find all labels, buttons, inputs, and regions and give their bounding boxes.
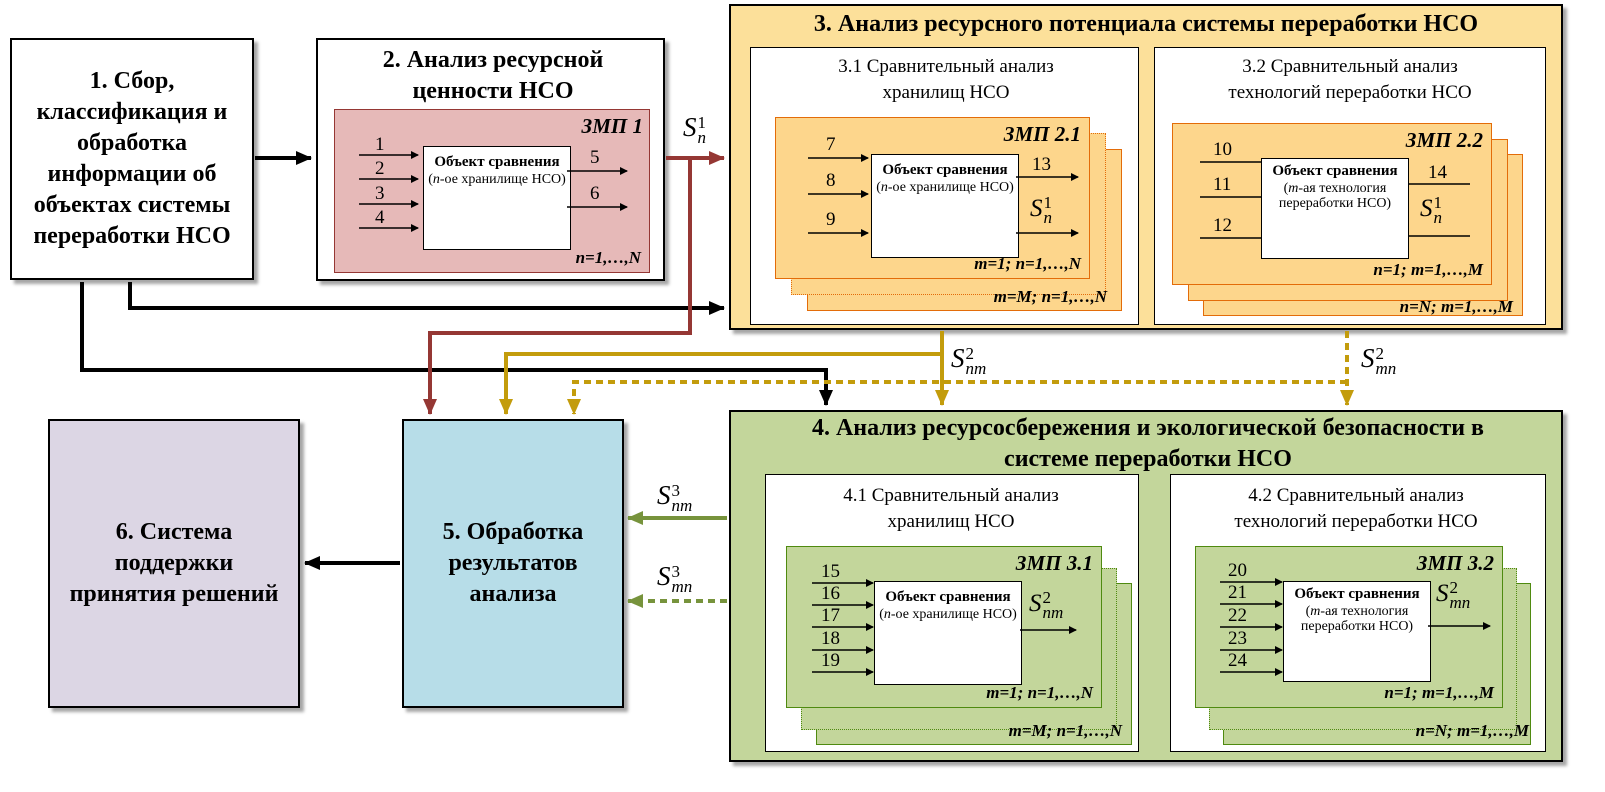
subpanel-3-1: 3.1 Сравнительный анализ хранилищ НСО ЗМ… (750, 47, 1139, 325)
object-subtitle: (m-ая технология переработки НСО) (1278, 181, 1392, 211)
zmp-1-range: n=1,…,N (575, 248, 641, 267)
object-title: Объект сравнения (882, 162, 1008, 178)
object-title: Объект сравнения (1294, 586, 1420, 602)
zmp-1-output-number: 5 (590, 147, 600, 168)
zmp-3-1-range-back: m=M; n=1,…,N (1008, 721, 1122, 740)
zmp-3-2-range-front: n=1; m=1,…,M (1384, 683, 1494, 702)
arrow-1-to-3 (128, 282, 725, 315)
object-box-zmp-3-1: Объект сравнения (n-ое хранилище НСО) (874, 581, 1022, 685)
zmp-2-2-input-number: 11 (1213, 174, 1231, 195)
block-3-title: 3. Анализ ресурсного потенциала системы … (813, 11, 1479, 37)
arrow-2-to-5 (423, 158, 692, 415)
zmp-2-2-input-number: 10 (1213, 139, 1232, 160)
object-subtitle: (n-ое хранилище НСО) (879, 607, 1017, 622)
zmp-1-input-number: 4 (375, 207, 385, 228)
zmp-2-2-output-number: 14 (1428, 162, 1448, 183)
zmp-2-1-input-number: 9 (826, 209, 836, 230)
block-2-resource-value: 2. Анализ ресурсной ценности НСО ЗМП 1 О… (316, 38, 665, 281)
zmp-3-1-input-number: 15 (821, 561, 840, 582)
zmp-1-input-number: 2 (375, 158, 385, 179)
zmp-2-2-front: ЗМП 2.2 Объект сравнения (m-ая технологи… (1172, 123, 1492, 285)
block-1-title: 1. Сбор, классификация и обработка инфор… (33, 68, 231, 249)
zmp-2-2-input-number: 12 (1213, 215, 1232, 236)
zmp-3-2-range-back: n=N; m=1,…,M (1415, 721, 1529, 740)
zmp-2-2-label: ЗМП 2.2 (1405, 128, 1483, 152)
zmp-1-input-number: 3 (375, 183, 385, 204)
subpanel-3-2: 3.2 Сравнительный анализ технологий пере… (1154, 47, 1546, 325)
zmp-1-panel: ЗМП 1 Объект сравнения (n-ое хранилище Н… (334, 109, 650, 273)
zmp-1-output-number: 6 (590, 183, 600, 204)
block-3-resource-potential: 3. Анализ ресурсного потенциала системы … (729, 4, 1563, 330)
zmp-3-2-input-number: 23 (1228, 628, 1247, 649)
zmp-3-2-input-number: 20 (1228, 560, 1247, 581)
zmp-2-1-output-number: 13 (1032, 154, 1051, 175)
zmp-3-2-label: ЗМП 3.2 (1416, 551, 1494, 575)
arrow-3-to-5-smn2 (567, 380, 1347, 415)
subpanel-3-2-title: 3.2 Сравнительный анализ технологий пере… (1228, 56, 1472, 103)
object-subtitle: (n-ое хранилище НСО) (876, 180, 1014, 195)
object-subtitle: (m-ая технология переработки НСО) (1300, 604, 1414, 634)
zmp-2-1-input-number: 7 (826, 134, 836, 155)
arrow-3-to-5-snm2 (499, 352, 942, 415)
object-box-zmp-2-1: Объект сравнения (n-ое хранилище НСО) (871, 154, 1019, 258)
zmp-3-1-range-front: m=1; n=1,…,N (986, 683, 1093, 702)
block-5-title: 5. Обработка результатов анализа (442, 519, 584, 607)
object-box-zmp-1: Объект сравнения (n-ое хранилище НСО) (423, 146, 571, 250)
block-6-decision-support: 6. Система поддержки принятия решений (48, 419, 300, 708)
subpanel-4-1: 4.1 Сравнительный анализ хранилищ НСО ЗМ… (765, 474, 1139, 752)
subpanel-4-2-title: 4.2 Сравнительный анализ технологий пере… (1234, 485, 1478, 532)
subpanel-4-2: 4.2 Сравнительный анализ технологий пере… (1170, 474, 1546, 752)
zmp-3-1-label: ЗМП 3.1 (1015, 551, 1093, 575)
zmp-2-1-label: ЗМП 2.1 (1003, 122, 1081, 146)
zmp-3-1-input-number: 18 (821, 628, 840, 649)
zmp-3-1-input-number: 19 (821, 650, 840, 671)
zmp-2-1-range-back: m=M; n=1,…,N (993, 287, 1107, 306)
zmp-2-2-range-back: n=N; m=1,…,M (1399, 297, 1513, 316)
subpanel-3-1-title: 3.1 Сравнительный анализ хранилищ НСО (838, 56, 1054, 103)
block-4-title: 4. Анализ ресурсосбережения и экологичес… (811, 415, 1485, 472)
zmp-3-2-input-number: 22 (1228, 605, 1247, 626)
zmp-3-2-input-number: 21 (1228, 582, 1247, 603)
object-box-zmp-3-2: Объект сравнения (m-ая технология перера… (1283, 581, 1431, 682)
zmp-3-1-input-number: 17 (821, 605, 840, 626)
zmp-2-1-input-number: 8 (826, 170, 836, 191)
object-title: Объект сравнения (885, 589, 1011, 605)
object-subtitle: (n-ое хранилище НСО) (428, 172, 566, 187)
block-5-results-processing: 5. Обработка результатов анализа (402, 419, 624, 708)
object-title: Объект сравнения (434, 154, 560, 170)
zmp-1-label: ЗМП 1 (581, 114, 643, 138)
arrow-1-to-4 (80, 282, 833, 406)
subpanel-4-1-title: 4.1 Сравнительный анализ хранилищ НСО (843, 485, 1059, 532)
block-1-data-collection: 1. Сбор, классификация и обработка инфор… (10, 38, 254, 280)
zmp-2-1-range-front: m=1; n=1,…,N (974, 254, 1081, 273)
zmp-2-2-range-front: n=1; m=1,…,M (1373, 260, 1483, 279)
object-title: Объект сравнения (1272, 163, 1398, 179)
zmp-1-input-number: 1 (375, 134, 385, 155)
block-6-title: 6. Система поддержки принятия решений (69, 519, 279, 607)
object-box-zmp-2-2: Объект сравнения (m-ая технология перера… (1261, 158, 1409, 259)
zmp-3-2-input-number: 24 (1228, 650, 1248, 671)
zmp-2-1-front: ЗМП 2.1 Объект сравнения (n-ое хранилище… (775, 117, 1090, 279)
block-2-title: 2. Анализ ресурсной ценности НСО (382, 47, 604, 104)
zmp-3-1-input-number: 16 (821, 583, 840, 604)
